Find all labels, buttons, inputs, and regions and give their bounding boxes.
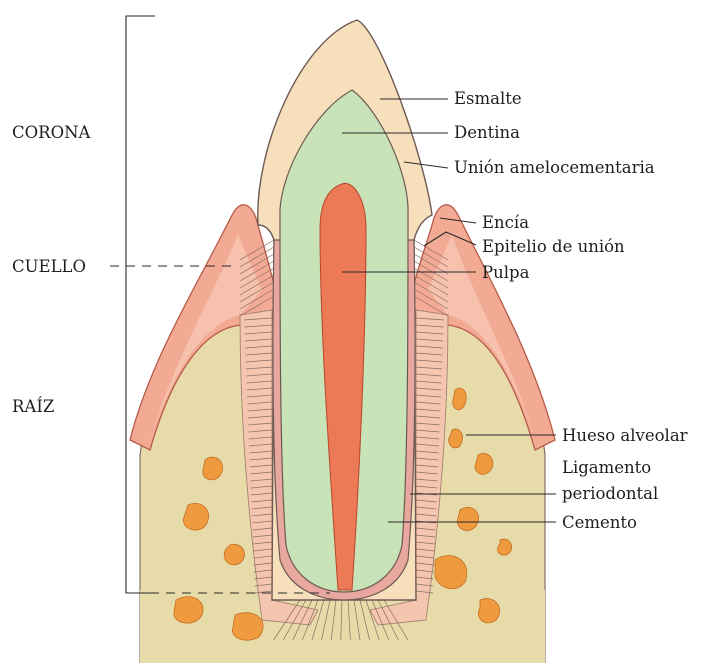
zone-label-cuello: CUELLO xyxy=(12,257,86,276)
label-esmalte: Esmalte xyxy=(454,89,522,108)
zone-label-raiz: RAÍZ xyxy=(12,396,54,416)
bone-spot xyxy=(498,539,512,555)
label-ligamento-line1: Ligamento xyxy=(562,458,651,477)
label-union-amelocementaria: Unión amelocementaria xyxy=(454,158,655,177)
label-epitelio-de-union: Epitelio de unión xyxy=(482,237,625,256)
bone-spot xyxy=(232,613,263,641)
label-ligamento-line2: periodontal xyxy=(562,484,658,503)
bone-spot xyxy=(475,453,493,474)
label-encia: Encía xyxy=(482,213,529,232)
bone-spot xyxy=(224,544,244,565)
bone-spot xyxy=(183,503,208,530)
label-dentina: Dentina xyxy=(454,123,520,142)
bone-spot xyxy=(435,556,467,589)
bone-spot xyxy=(203,457,223,480)
bone-spot xyxy=(478,599,499,623)
tooth xyxy=(258,20,432,600)
label-cemento: Cemento xyxy=(562,513,637,532)
zone-label-corona: CORONA xyxy=(12,123,92,142)
bone-spot xyxy=(174,597,203,624)
label-pulpa: Pulpa xyxy=(482,263,530,282)
label-hueso-alveolar: Hueso alveolar xyxy=(562,426,688,445)
bone-spot xyxy=(457,507,478,530)
